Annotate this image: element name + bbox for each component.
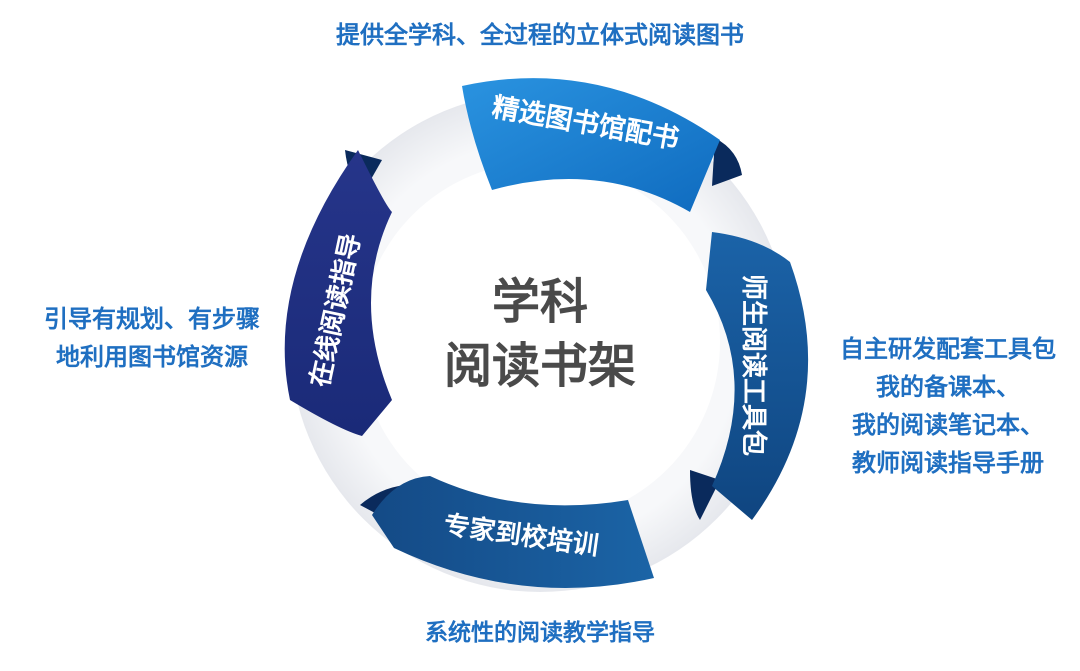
bottom-band (372, 476, 654, 588)
right-caption-line: 我的备课本、 (876, 373, 1020, 401)
top-caption: 提供全学科、全过程的立体式阅读图书 (336, 21, 744, 49)
left-band (284, 150, 392, 436)
center-title-line1: 学科 (492, 274, 588, 330)
ring-inner (360, 162, 720, 522)
bottom-caption: 系统性的阅读教学指导 (425, 620, 655, 646)
right-caption: 自主研发配套工具包 我的备课本、 我的阅读笔记本、 教师阅读指导手册 (818, 330, 1078, 482)
right-band-fold (690, 470, 720, 520)
left-caption: 引导有规划、有步骤 地利用图书馆资源 (14, 300, 290, 376)
center-title-line2: 阅读书架 (444, 338, 636, 394)
top-band-fold (712, 138, 742, 186)
right-caption-line: 自主研发配套工具包 (840, 335, 1056, 363)
left-caption-line: 地利用图书馆资源 (56, 343, 248, 371)
right-band-label: 师生阅读工具包 (738, 274, 769, 456)
right-caption-line: 我的阅读笔记本、 (852, 411, 1044, 439)
right-caption-line: 教师阅读指导手册 (852, 449, 1044, 477)
right-band (706, 232, 809, 520)
left-caption-line: 引导有规划、有步骤 (44, 305, 260, 333)
top-band (462, 78, 720, 213)
